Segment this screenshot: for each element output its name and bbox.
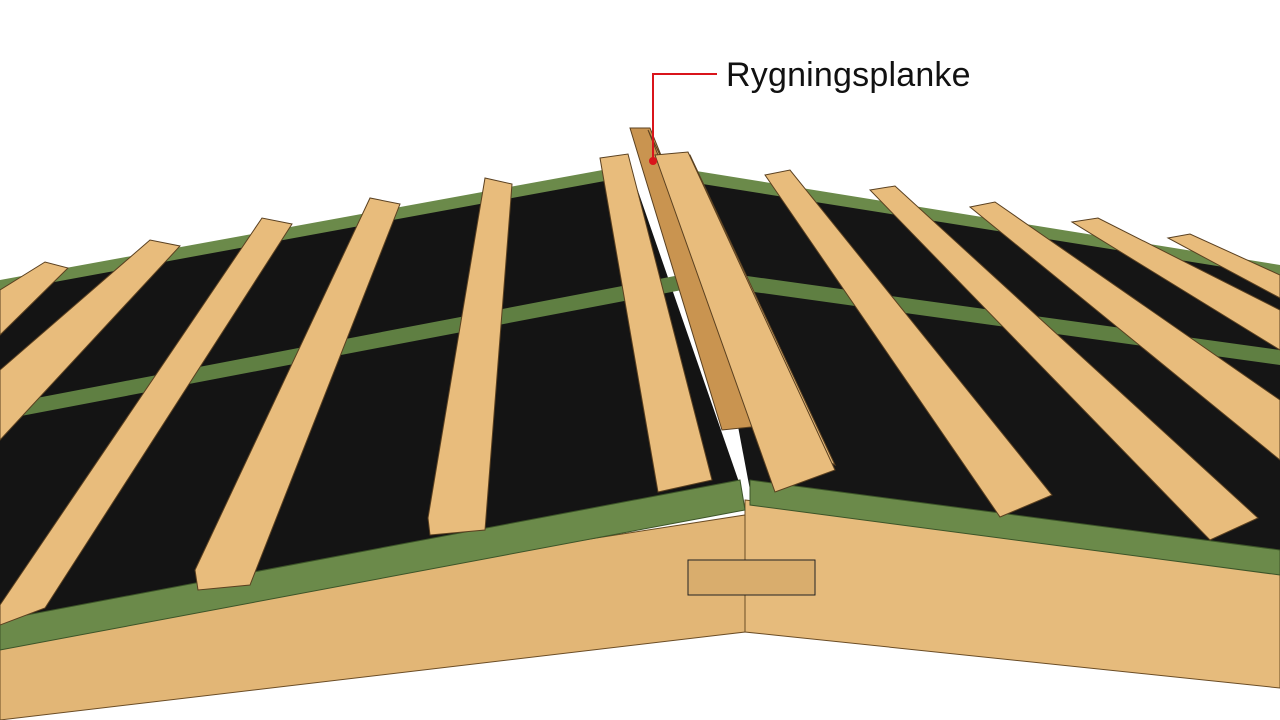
left-batten-4	[194, 197, 401, 591]
right-batten-3	[968, 201, 1280, 461]
ridge-plank-right	[654, 151, 836, 493]
callout-leader-line	[652, 73, 717, 160]
right-batten-1	[764, 169, 1053, 518]
left-bottom-edge-strip	[0, 479, 746, 651]
left-batten-2	[0, 239, 181, 441]
left-batten-6	[599, 153, 713, 493]
right-batten-2	[868, 185, 1259, 541]
right-batten-4	[1070, 217, 1280, 351]
left-batten-3	[0, 217, 293, 626]
left-batten-1	[0, 261, 69, 336]
right-batten-5	[1166, 233, 1280, 299]
callout-leader-dot	[649, 157, 657, 165]
ridge-bracket	[687, 559, 816, 596]
callout-label: Rygningsplanke	[726, 56, 971, 94]
left-batten-5	[427, 177, 513, 536]
right-bottom-edge-strip	[749, 479, 1280, 576]
